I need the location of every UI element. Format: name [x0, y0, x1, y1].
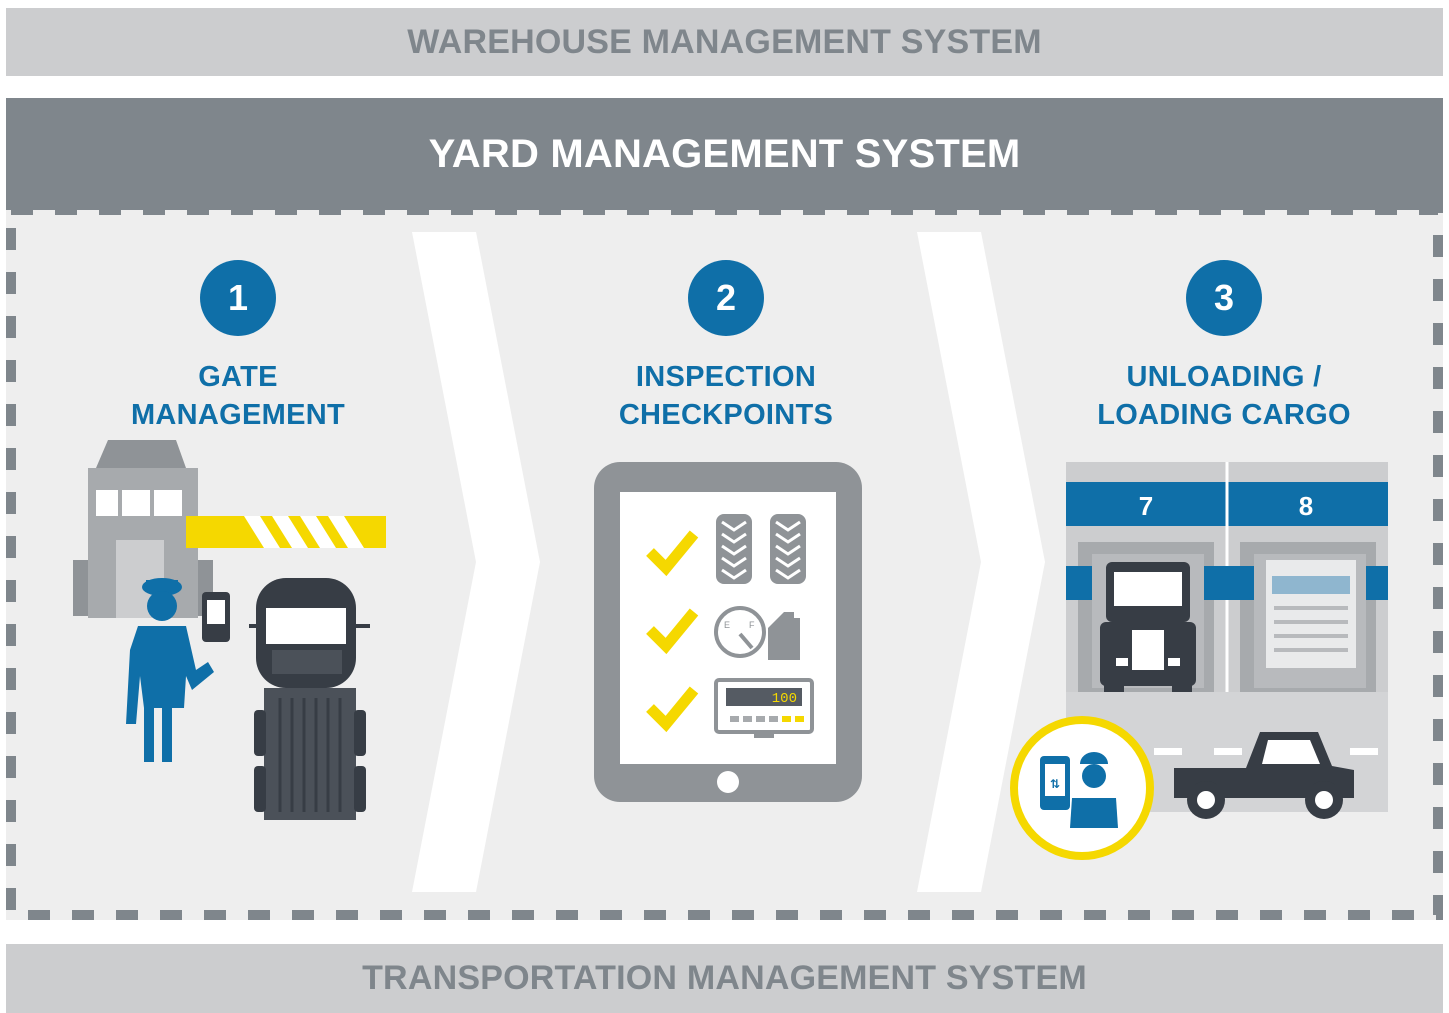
step-title-line-1: INSPECTION — [635, 361, 817, 393]
scale-icon: 100 — [714, 678, 814, 738]
step-number-badge: 3 — [1186, 260, 1262, 336]
tire-icon — [716, 514, 752, 584]
check-icon — [646, 530, 699, 577]
chevron-arrow-2 — [917, 232, 1045, 892]
chevron-arrow-1 — [412, 232, 540, 892]
step-title-line-1: GATE — [198, 361, 278, 393]
step-title-line-2: LOADING CARGO — [1097, 399, 1351, 431]
fuel-gauge-icon: E F — [714, 606, 766, 658]
step-number-badge: 1 — [200, 260, 276, 336]
scale-reading: 100 — [772, 691, 797, 707]
truck-front-icon — [1100, 562, 1196, 710]
tablet-icon: E F 100 — [594, 462, 862, 802]
gate-barrier-icon — [186, 516, 386, 548]
security-guard-icon — [126, 578, 214, 762]
step-title: INSPECTION CHECKPOINTS — [526, 358, 926, 434]
tire-icon — [770, 514, 806, 584]
pickup-truck-icon — [1174, 732, 1354, 819]
truck-top-icon — [249, 578, 370, 820]
check-icon — [646, 686, 699, 733]
handheld-device-icon — [202, 592, 230, 642]
yard-dashed-border — [6, 210, 1443, 920]
yard-management-band: YARD MANAGEMENT SYSTEM — [6, 98, 1443, 210]
step-title-line-2: CHECKPOINTS — [618, 399, 834, 431]
step-title-line-1: UNLOADING / — [1126, 361, 1322, 393]
warehouse-management-band: WAREHOUSE MANAGEMENT SYSTEM — [6, 8, 1443, 76]
step-title: GATE MANAGEMENT — [38, 358, 438, 434]
oil-can-icon — [768, 612, 800, 660]
guard-booth-icon — [73, 440, 213, 618]
check-icon — [646, 608, 699, 655]
step-title-line-2: MANAGEMENT — [130, 399, 346, 431]
fuel-empty-label: E — [724, 620, 730, 630]
fuel-full-label: F — [749, 620, 755, 630]
loading-dock-icon: 7 8 — [1010, 462, 1388, 860]
mobile-worker-icon: ⇅ — [1010, 716, 1154, 860]
step-title: UNLOADING / LOADING CARGO — [1024, 358, 1424, 434]
dock-number-8: 8 — [1299, 491, 1313, 521]
step-number-badge: 2 — [688, 260, 764, 336]
cargo-document-icon — [1266, 560, 1356, 668]
gate-illustration — [73, 440, 386, 820]
transportation-management-band: TRANSPORTATION MANAGEMENT SYSTEM — [6, 944, 1443, 1013]
yard-area: 1 GATE MANAGEMENT 2 INSPECTION CHECKPOIN… — [6, 210, 1443, 920]
dock-number-7: 7 — [1139, 491, 1153, 521]
svg-text:⇅: ⇅ — [1050, 777, 1060, 791]
